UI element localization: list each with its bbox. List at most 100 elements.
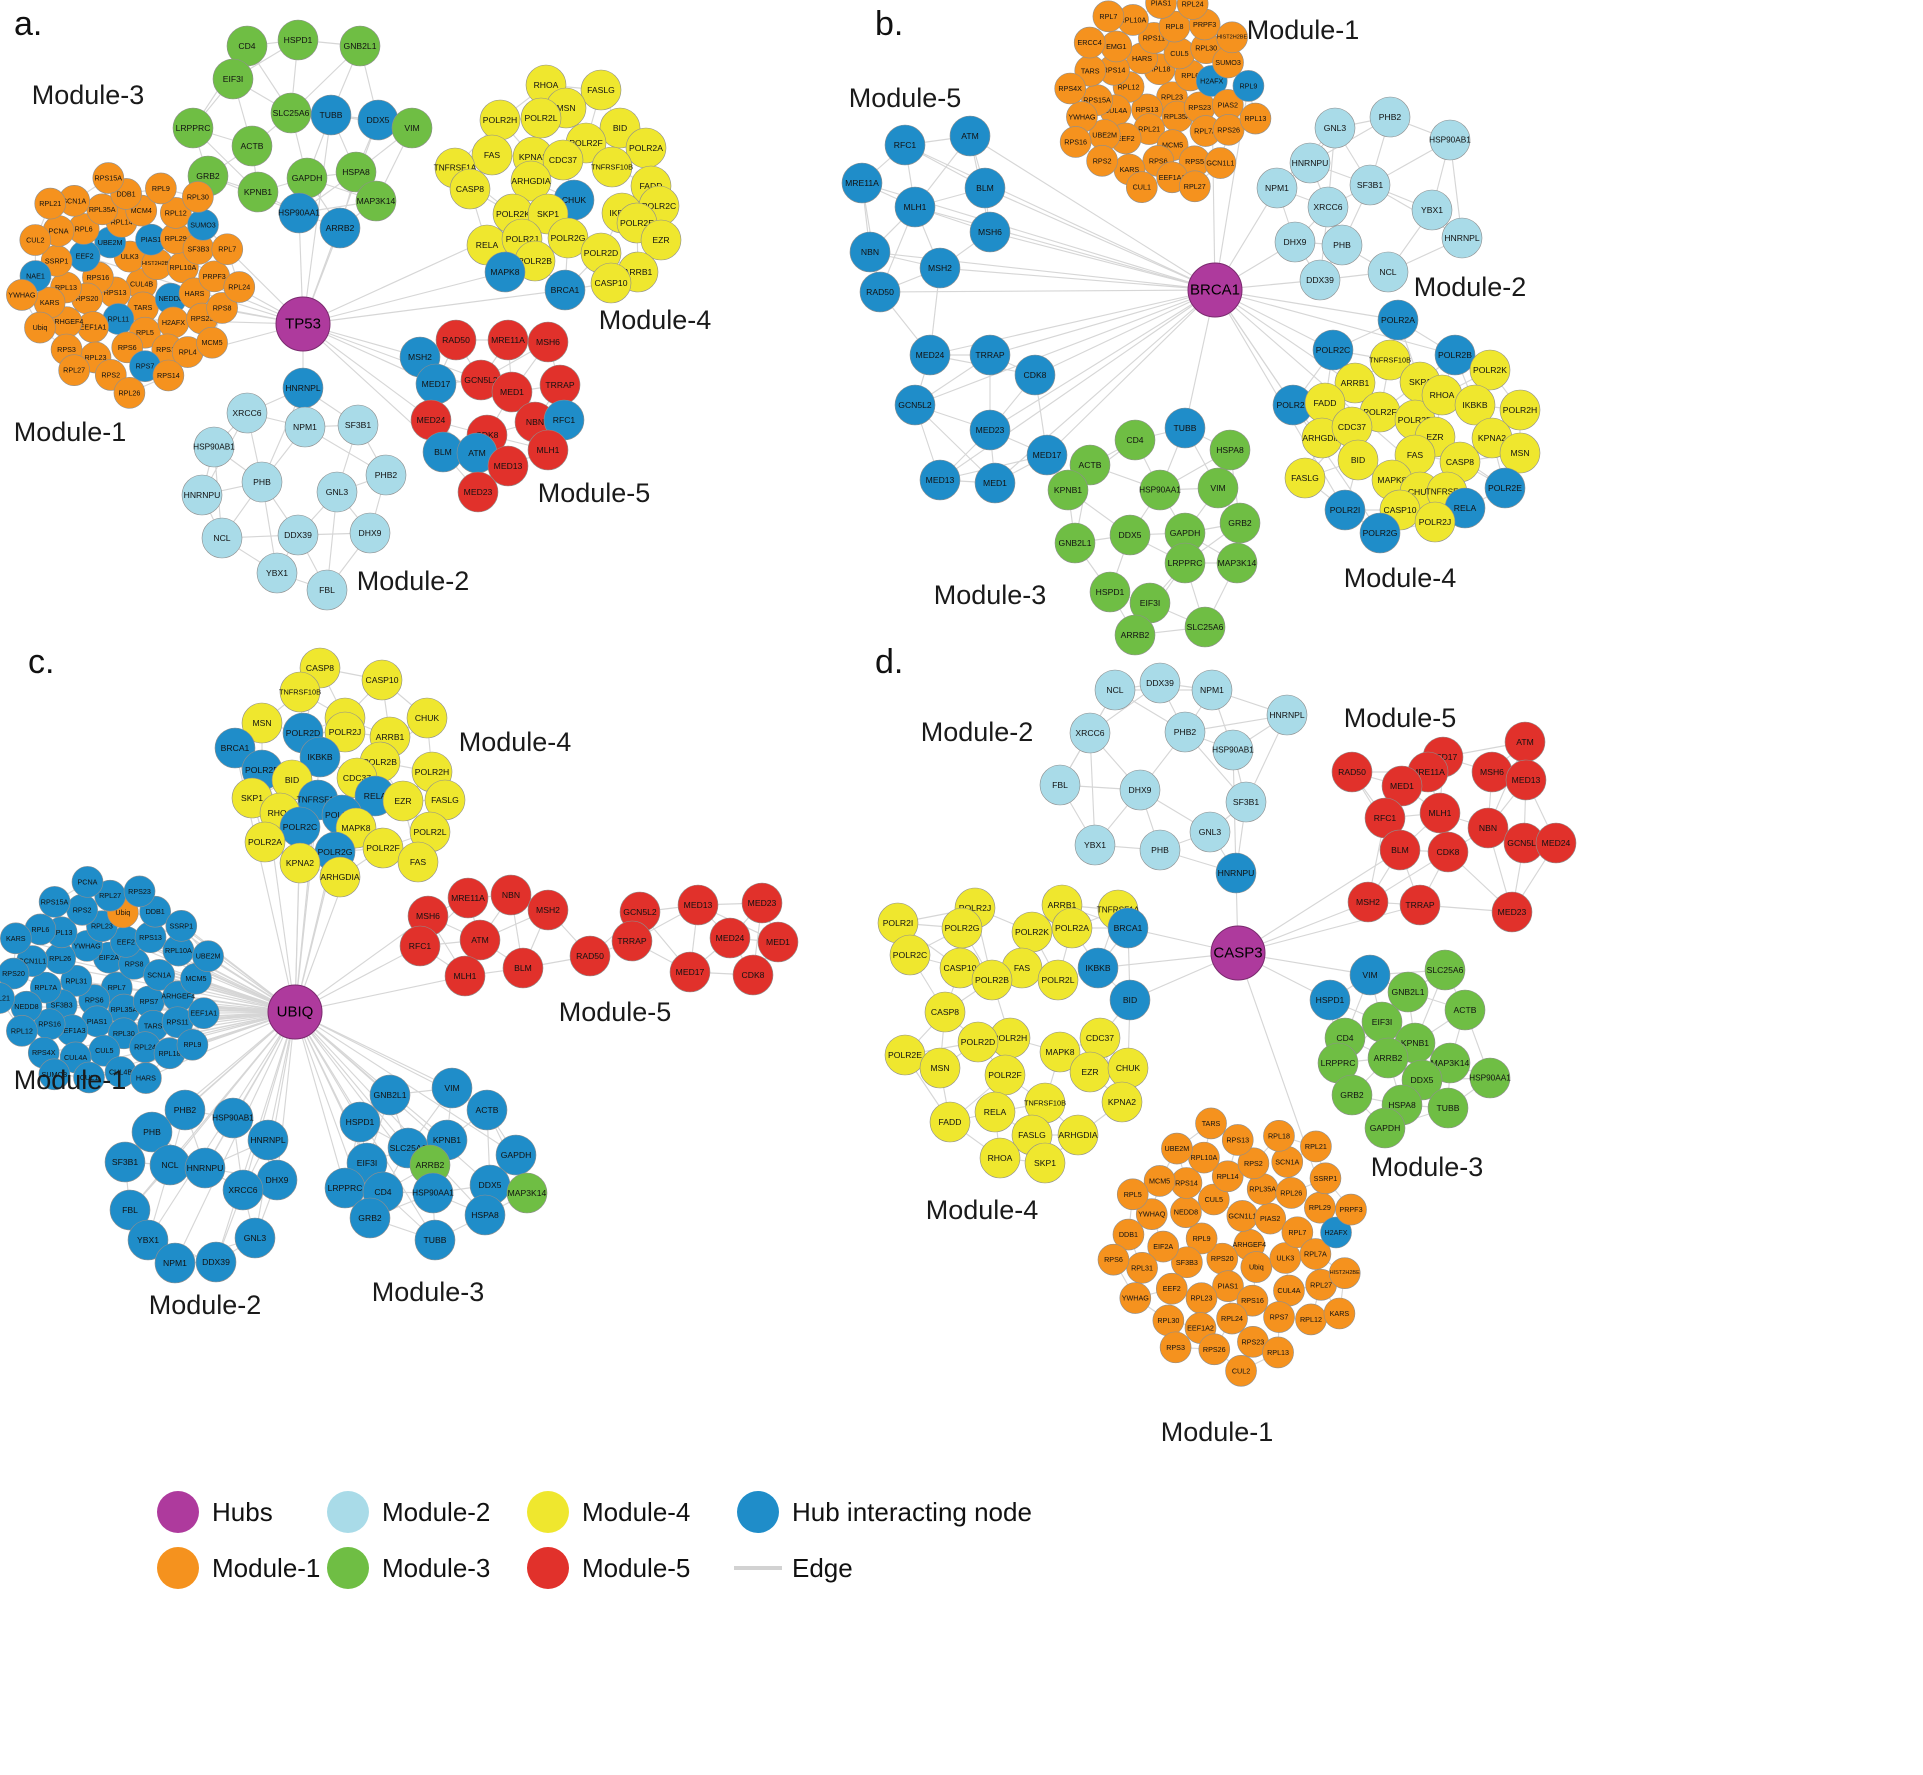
node-label: Ubiq: [115, 908, 130, 917]
node-label: MSH2: [408, 352, 432, 362]
node-label: GNB2L1: [374, 1090, 407, 1100]
node-RPL27: [58, 354, 90, 386]
node-FBL: [306, 569, 348, 611]
node-label: TUBB: [1174, 423, 1197, 433]
node-label: RPS8: [213, 303, 232, 312]
node-NPM1: [284, 406, 326, 448]
node-TUBB: [1164, 407, 1206, 449]
node-label: RPL12: [11, 1026, 33, 1035]
node-GNB2L1: [339, 25, 381, 67]
node-label: XRCC6: [232, 408, 261, 418]
module-name: Module-2: [149, 1290, 262, 1320]
panel-tag: d.: [875, 643, 903, 681]
node-label: PHB: [253, 477, 271, 487]
node-label: HIST2H2BE: [1330, 1270, 1361, 1276]
node-label: RPL9: [1193, 1234, 1211, 1243]
node-PHB: [241, 461, 283, 503]
node-label: SKP1: [1409, 377, 1431, 387]
node-label: RPL30: [113, 1029, 135, 1038]
node-CDK8: [1427, 831, 1469, 873]
node-label: SCN1A: [147, 970, 171, 979]
node-label: RPS14: [1103, 65, 1126, 74]
node-label: HNRNPL: [250, 1135, 286, 1145]
node-label: MRE11A: [845, 178, 879, 188]
node-label: TRRAP: [1405, 900, 1434, 910]
node-MED1: [1381, 765, 1423, 807]
node-label: CDK8: [476, 430, 499, 440]
node-GCN1L1: [1204, 147, 1237, 179]
node-label: GRB2: [1340, 1090, 1364, 1100]
node-label: NBN: [861, 247, 879, 257]
node-label: POLR2E: [620, 218, 654, 228]
node-HSPA8: [1209, 429, 1251, 471]
node-label: CHUK: [1116, 1063, 1141, 1073]
node-label: Ubiq: [1249, 1263, 1264, 1272]
hub-edge: [204, 1011, 296, 1169]
node-PHB: [131, 1111, 173, 1153]
node-RPL21: [0, 982, 15, 1014]
node-label: GCN1L1: [1206, 159, 1234, 168]
node-label: GCN1L1: [18, 957, 46, 966]
node-label: NBN: [502, 890, 520, 900]
node-label: POLR2E: [888, 1050, 922, 1060]
node-XRCC6: [1307, 186, 1349, 228]
node-label: ACTB: [1454, 1005, 1477, 1015]
node-label: GCN5L2: [464, 375, 498, 385]
node-DDB1: [1112, 1218, 1145, 1251]
hub-label: CASP3: [1213, 945, 1262, 962]
node-DDX39: [1299, 259, 1341, 301]
node-label: KPNA2: [519, 152, 547, 162]
node-MRE11A: [841, 162, 883, 204]
legend-label: Hub interacting node: [792, 1497, 1032, 1527]
node-label: RPS11: [1143, 33, 1165, 42]
node-label: ARRB2: [416, 1160, 445, 1170]
node-label: RFC1: [553, 415, 576, 425]
node-HSPA8: [464, 1194, 506, 1236]
node-CASP10: [361, 659, 403, 701]
node-label: VIM: [1210, 483, 1225, 493]
node-label: HIST2H2BE: [142, 261, 173, 267]
node-HARS: [130, 1062, 162, 1094]
node-HNRNPL: [247, 1119, 289, 1161]
node-ARRB1: [1334, 362, 1376, 404]
node-label: HNRNPL: [285, 383, 321, 393]
node-label: RPL7A: [1194, 127, 1217, 136]
node-label: FASLG: [587, 85, 615, 95]
node-label: RPL24: [1182, 0, 1204, 8]
hub-edge: [294, 975, 466, 1013]
node-label: TARS: [134, 303, 153, 312]
node-NPM1: [1256, 167, 1298, 209]
node-label: TNFRSF1A: [1426, 488, 1469, 497]
node-SSRP1: [1309, 1162, 1342, 1195]
node-label: MLH1: [454, 971, 477, 981]
node-label: EIF2A: [1153, 1242, 1173, 1251]
node-label: TARS: [1081, 66, 1100, 75]
node-MSN: [241, 702, 283, 744]
node-label: FASLG: [1018, 1130, 1046, 1140]
hub-node-BRCA1: [1187, 262, 1243, 318]
node-label: XRCC6: [1075, 728, 1104, 738]
node-label: ACTB: [241, 141, 264, 151]
node-label: FADD: [640, 181, 663, 191]
node-SF3B1: [337, 404, 379, 446]
node-GAPDH: [1364, 1107, 1406, 1149]
node-label: BLM: [1391, 845, 1409, 855]
node-RPL7A: [29, 971, 62, 1004]
node-label: CUL1: [1133, 183, 1151, 192]
node-label: SSRP1: [45, 256, 69, 265]
node-label: RFC1: [1374, 813, 1397, 823]
node-label: LRPPRC: [1168, 558, 1203, 568]
node-PHB2: [164, 1089, 206, 1131]
node-label: MRE11A: [451, 893, 485, 903]
node-label: CDK8: [742, 970, 765, 980]
node-label: FAS: [1014, 963, 1031, 973]
node-label: VIM: [1362, 970, 1377, 980]
node-label: RPL18: [1148, 65, 1170, 74]
node-GNB2L1: [369, 1074, 411, 1116]
node-label: MED24: [916, 350, 945, 360]
node-label: RPS16: [87, 273, 110, 282]
node-YWHAG: [6, 279, 38, 311]
node-label: Ubiq: [33, 323, 48, 332]
node-label: SCN1A: [62, 196, 86, 205]
